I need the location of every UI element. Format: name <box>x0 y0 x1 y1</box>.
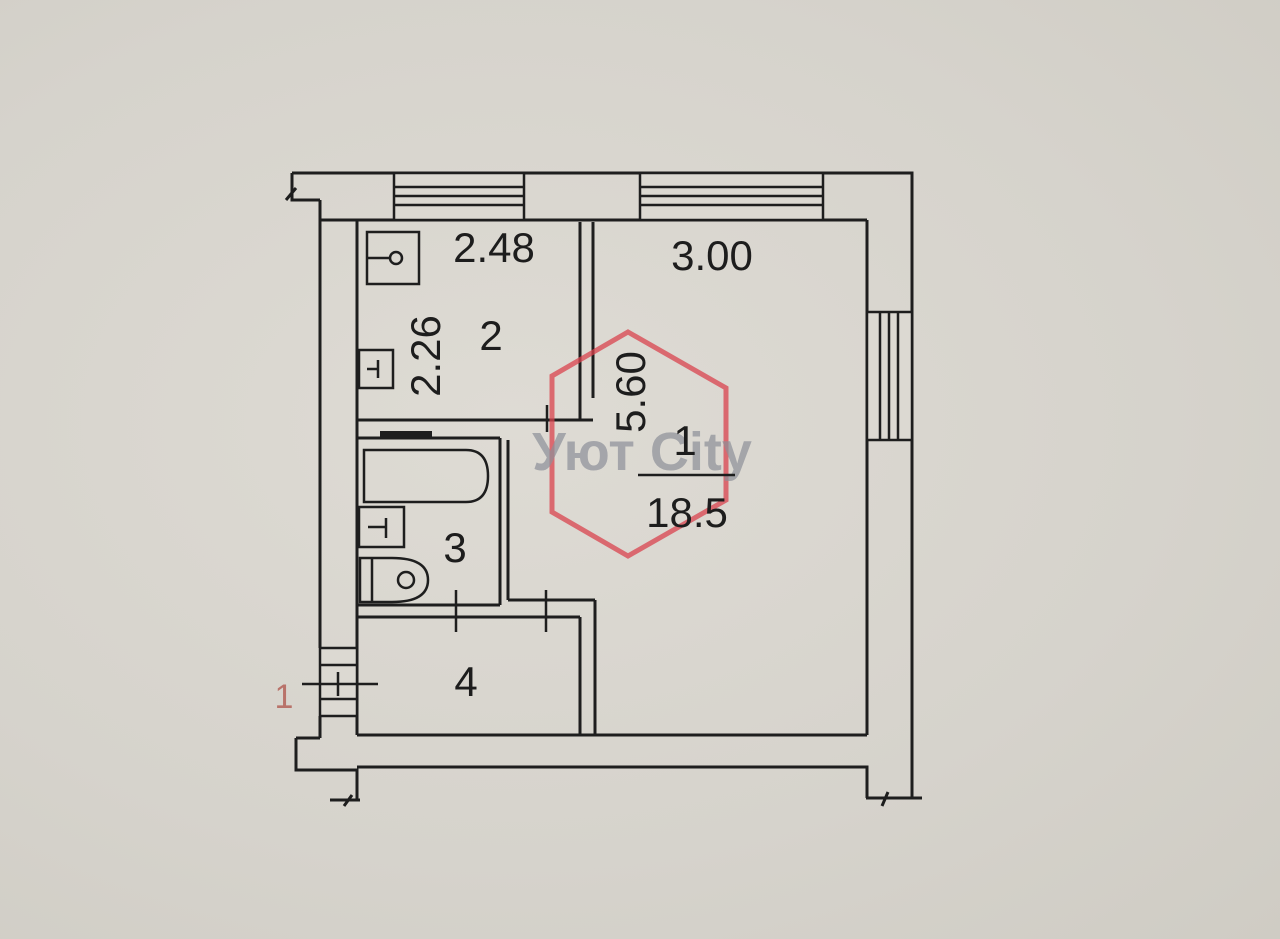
washbasin-icon <box>357 505 406 549</box>
dim-room1-length: 5.60 <box>607 351 654 433</box>
break-tick-bottom-right <box>866 791 922 807</box>
dim-room2-width: 2.48 <box>453 224 535 271</box>
dim-room1-width: 3.00 <box>671 232 753 279</box>
stove-icon <box>365 230 421 286</box>
outer-wall-line <box>292 171 914 798</box>
watermark-text: Уют City <box>532 422 752 482</box>
room1-number: 1 <box>673 417 696 464</box>
break-tick <box>284 187 298 201</box>
room4-number: 4 <box>454 658 477 705</box>
room3-number: 3 <box>443 524 466 571</box>
window-top-left <box>392 171 526 222</box>
interior-partitions <box>357 222 597 735</box>
bottom-wall-outer <box>294 736 869 800</box>
kitchen-sink-icon <box>357 348 395 390</box>
watermark-hexagon-icon <box>549 329 729 559</box>
door-marks <box>302 405 549 696</box>
exterior-walls <box>284 171 922 807</box>
room1-area: 18.5 <box>646 489 728 536</box>
fixtures <box>357 230 490 604</box>
door-strip <box>380 431 432 438</box>
dim-room2-length: 2.26 <box>402 315 449 397</box>
window-right <box>865 310 914 442</box>
labels: 2.48 3.00 2.26 5.60 2 1 18.5 3 4 1 <box>275 224 753 716</box>
entrance-marker: 1 <box>275 678 294 716</box>
windows <box>318 171 914 718</box>
window-top-right <box>638 171 825 222</box>
toilet-icon <box>358 556 430 604</box>
corner-break <box>290 173 320 202</box>
bathtub-icon <box>362 448 490 504</box>
watermark: Уют City <box>532 329 752 559</box>
room2-number: 2 <box>479 312 502 359</box>
break-tick-bottom-left <box>330 794 360 807</box>
